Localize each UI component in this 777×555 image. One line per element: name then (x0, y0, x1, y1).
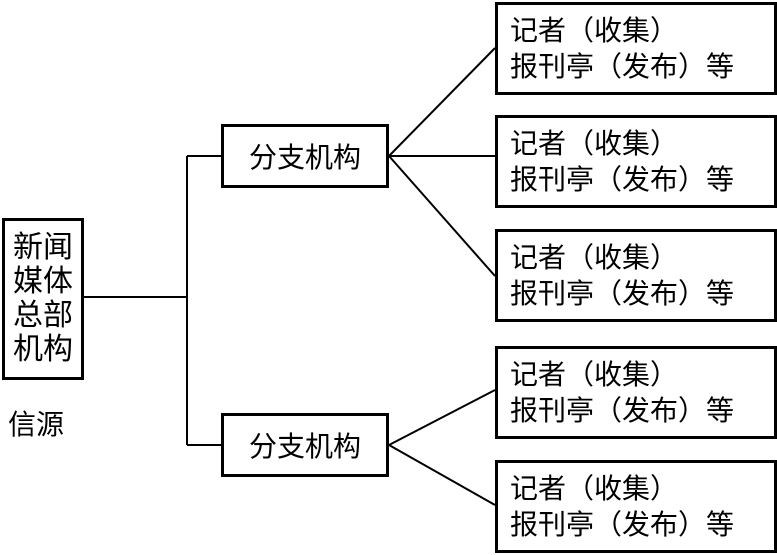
headquarters-label: 新闻媒体总部机构 (13, 230, 73, 367)
connector-branch2-leaf5 (388, 444, 496, 506)
connector-branch1-leaf1 (388, 47, 496, 157)
connector-branch2-leaf4 (388, 389, 496, 446)
leaf-line-publish: 报刊亭（发布）等 (510, 162, 735, 196)
connector-branch1-leaf3 (388, 155, 496, 277)
branch-label: 分支机构 (248, 430, 361, 463)
branch-node-2: 分支机构 (221, 413, 389, 477)
branch-node-1: 分支机构 (221, 124, 389, 188)
leaf-line-publish: 报刊亭（发布）等 (510, 393, 735, 427)
leaf-line-collect: 记者（收集） (510, 240, 679, 274)
leaf-line-collect: 记者（收集） (510, 357, 679, 391)
leaf-node-4: 记者（收集） 报刊亭（发布）等 (495, 346, 777, 439)
leaf-line-collect: 记者（收集） (510, 126, 679, 160)
leaf-line-collect: 记者（收集） (510, 471, 679, 505)
leaf-line-collect: 记者（收集） (510, 13, 679, 47)
leaf-line-publish: 报刊亭（发布）等 (510, 276, 735, 310)
headquarters-node: 新闻媒体总部机构 (2, 218, 84, 380)
leaf-node-1: 记者（收集） 报刊亭（发布）等 (495, 2, 777, 95)
leaf-line-publish: 报刊亭（发布）等 (510, 49, 735, 83)
source-caption: 信源 (8, 408, 65, 441)
leaf-node-3: 记者（收集） 报刊亭（发布）等 (495, 229, 777, 322)
leaf-node-5: 记者（收集） 报刊亭（发布）等 (495, 460, 777, 553)
leaf-node-2: 记者（收集） 报刊亭（发布）等 (495, 115, 777, 208)
branch-label: 分支机构 (248, 141, 361, 174)
leaf-line-publish: 报刊亭（发布）等 (510, 507, 735, 541)
